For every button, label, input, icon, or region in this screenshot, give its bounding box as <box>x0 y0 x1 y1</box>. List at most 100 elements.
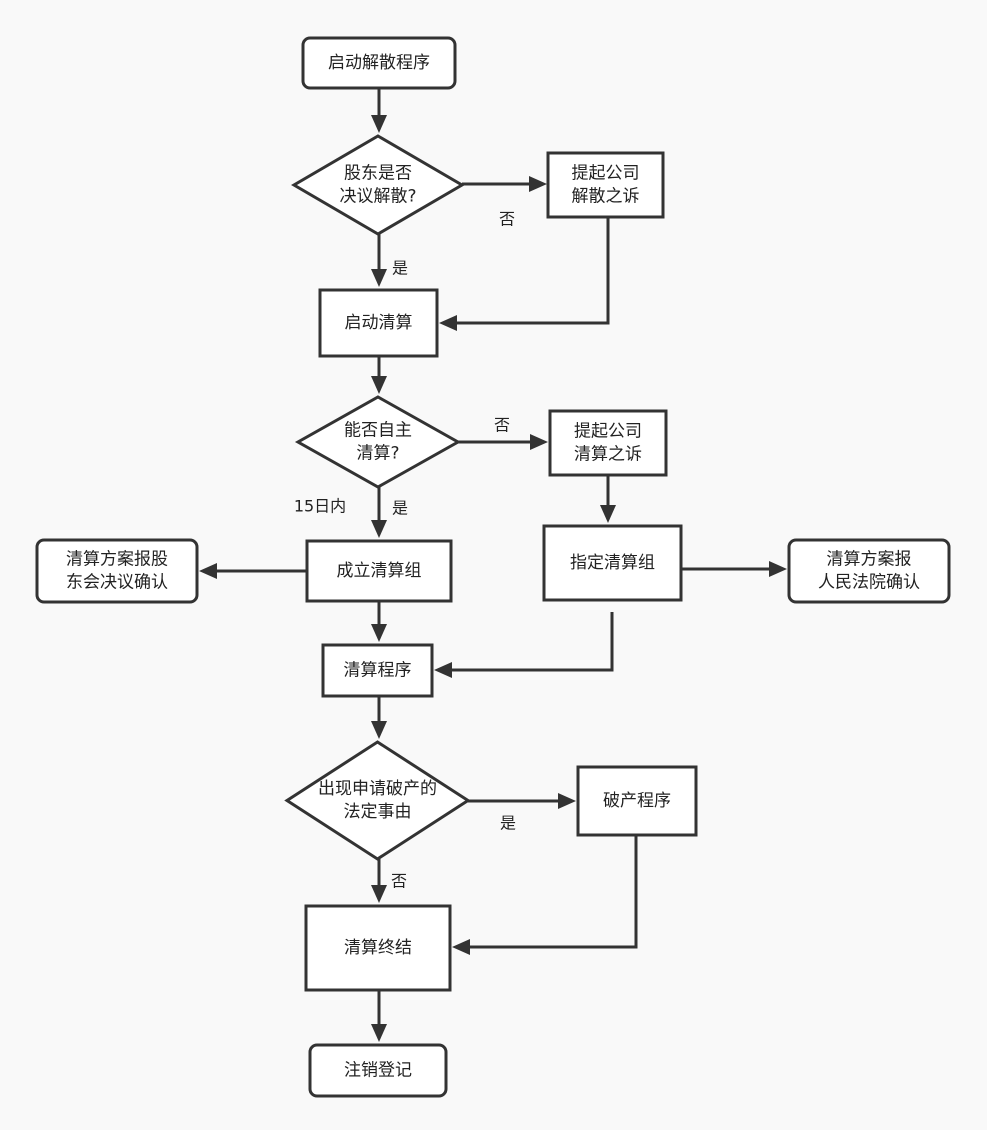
edge-decision2-to-group <box>371 487 387 538</box>
edge-decision1-to-lawsuit <box>462 176 547 192</box>
node-label-line: 提起公司 <box>572 164 640 184</box>
edge-line <box>452 612 614 672</box>
edge-liquidate-to-decision2 <box>371 356 387 394</box>
edge-end-to-deregistration <box>371 990 387 1042</box>
node-label-line: 清算方案报股 <box>66 550 168 570</box>
node-label-line: 破产程序 <box>603 791 671 811</box>
arrowhead <box>371 115 387 133</box>
edge-decision3-to-end <box>371 859 387 903</box>
edges-layer <box>199 88 787 1042</box>
arrowhead <box>530 434 548 450</box>
edge-label-within-15-days: 15日内 <box>294 497 346 516</box>
node-label-line: 清算终结 <box>344 938 412 958</box>
node-label-line: 清算方案报 <box>827 550 912 570</box>
node-label-line: 解散之诉 <box>572 187 640 207</box>
arrowhead <box>371 1024 387 1042</box>
node-label-line: 人民法院确认 <box>818 573 920 593</box>
process-box <box>548 409 668 477</box>
process-box <box>576 765 698 837</box>
edge-line <box>457 217 610 325</box>
node-liquidation-end: 清算终结 <box>304 904 452 992</box>
arrowhead <box>371 624 387 642</box>
node-label-line: 出现申请破产的 <box>318 779 437 799</box>
terminal-box <box>308 1043 448 1098</box>
edge-designate-to-court <box>681 561 787 577</box>
process-box <box>304 904 452 992</box>
node-label-line: 股东是否 <box>344 164 412 184</box>
edge-label-yes-bankruptcy: 是 <box>500 814 516 833</box>
node-label-line: 注销登记 <box>344 1061 412 1081</box>
edge-label-yes-self: 是 <box>392 499 408 518</box>
node-start-dissolution: 启动解散程序 <box>301 36 457 90</box>
arrowhead <box>769 561 787 577</box>
edge-decision3-to-bankrupt <box>468 793 576 809</box>
process-box <box>305 539 453 603</box>
node-label-line: 指定清算组 <box>570 553 655 573</box>
node-label-line: 提起公司 <box>574 422 642 442</box>
node-label-line: 成立清算组 <box>337 561 422 581</box>
edge-label-yes-shareholder: 是 <box>392 259 408 278</box>
process-box <box>318 288 439 358</box>
node-label-line: 启动解散程序 <box>328 53 430 73</box>
decision-diamond <box>291 134 465 236</box>
node-label-line: 清算? <box>356 444 399 464</box>
arrowhead <box>439 315 457 331</box>
arrowhead <box>452 939 470 955</box>
arrowhead <box>434 662 452 678</box>
node-deregistration: 注销登记 <box>308 1043 448 1098</box>
node-label-line: 法定事由 <box>344 802 412 822</box>
node-label-line: 清算程序 <box>344 661 412 681</box>
decision-diamond <box>294 395 462 489</box>
edge-bankrupt-to-end <box>452 835 638 955</box>
arrowhead <box>199 563 217 579</box>
arrowhead <box>371 721 387 739</box>
edge-label-no-bankruptcy: 否 <box>391 872 407 891</box>
arrowhead <box>371 269 387 287</box>
edge-label-no-self: 否 <box>494 416 510 435</box>
process-box <box>542 524 683 602</box>
node-label-line: 东会决议确认 <box>66 573 168 593</box>
node-start-liquidation: 启动清算 <box>318 288 439 358</box>
arrowhead <box>371 520 387 538</box>
node-liquidation-procedure: 清算程序 <box>321 643 434 698</box>
decision-diamond <box>284 740 471 861</box>
node-label-line: 启动清算 <box>345 313 413 333</box>
terminal-box <box>787 538 951 604</box>
edge-group-to-shareholders <box>199 563 307 579</box>
arrowhead <box>558 793 576 809</box>
terminal-box <box>301 36 457 90</box>
edge-designate-to-procedure <box>434 612 614 678</box>
edge-decision2-to-lawsuit2 <box>458 434 548 450</box>
node-designate-liquidation-group: 指定清算组 <box>542 524 683 602</box>
arrowhead <box>371 376 387 394</box>
nodes-layer: 启动解散程序股东是否决议解散?提起公司解散之诉启动清算能否自主清算?提起公司清算… <box>35 36 951 1098</box>
terminal-box <box>35 538 199 604</box>
edge-group-to-procedure <box>371 601 387 642</box>
node-form-liquidation-group: 成立清算组 <box>305 539 453 603</box>
arrowhead <box>529 176 547 192</box>
node-label-line: 清算之诉 <box>574 445 642 465</box>
edge-labels-layer: 否是否15日内是是否 <box>294 210 516 891</box>
node-label-line: 决议解散? <box>339 187 416 207</box>
edge-decision1-to-liquidate <box>371 234 387 287</box>
edge-lawsuit1-to-liquidate <box>439 217 610 331</box>
process-box <box>546 151 665 219</box>
edge-lawsuit2-to-designate <box>600 475 616 523</box>
arrowhead <box>600 505 616 523</box>
edge-procedure-to-decision3 <box>371 696 387 739</box>
process-box <box>321 643 434 698</box>
node-bankruptcy-procedure: 破产程序 <box>576 765 698 837</box>
edge-line <box>470 835 638 949</box>
edge-start-to-decision1 <box>371 88 387 133</box>
node-label-line: 能否自主 <box>344 421 412 441</box>
arrowhead <box>371 885 387 903</box>
edge-label-no-shareholder: 否 <box>499 210 515 229</box>
